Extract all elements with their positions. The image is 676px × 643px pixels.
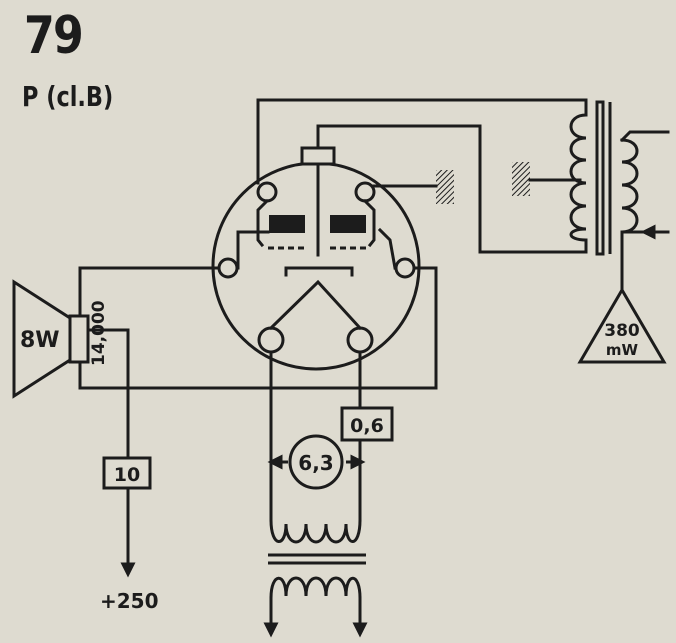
heater-voltage-circle [288,434,344,490]
transformer-secondary [619,130,670,292]
speaker-label: 8W [20,328,60,353]
plate-resistor-value: 10 [114,464,140,486]
filament [268,279,363,331]
tube-number: 79 [24,6,84,66]
tube-envelope [211,161,421,371]
ground-right [436,170,454,204]
transformer-primary [569,113,588,242]
speaker-impedance: 14,000 [89,300,109,366]
power-output-triangle [577,287,667,364]
power-output-value: 380 [604,321,640,341]
top-cap [300,146,336,166]
heater-current-value: 0,6 [350,415,384,437]
transformer-core [595,100,612,256]
cathode [284,266,354,277]
heater-voltage-value: 6,3 [298,451,333,475]
wire-topcap [316,124,588,254]
wire-plate1 [256,98,588,185]
ground-left [512,162,530,196]
plates [269,215,366,233]
power-output-unit: mW [606,341,639,359]
plate-resistor-box [102,456,152,490]
heater-current-box [340,406,394,442]
tube-type: P (cl.B) [22,80,114,113]
heater-transformer [263,518,368,638]
supply-voltage: +250 [100,589,159,613]
